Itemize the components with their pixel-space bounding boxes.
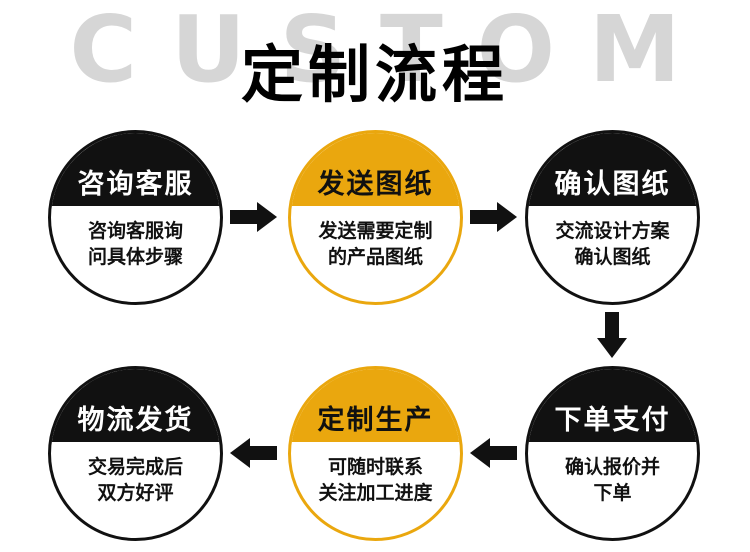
step-circle-logistics: 物流发货 交易完成后 双方好评 [48,366,223,541]
step-desc-line: 确认报价并 [564,455,660,478]
step-circle-consult-service: 咨询客服 咨询客服询 问具体步骤 [48,130,223,305]
step-desc-line: 确认图纸 [574,246,651,269]
step-circle-header: 定制生产 [291,369,460,442]
step-title: 下单支付 [554,404,671,436]
step-desc-line: 双方好评 [97,482,174,505]
step-circle-body: 可随时联系 关注加工进度 [291,442,460,538]
step-desc-line: 咨询客服询 [87,219,183,242]
step-circle-send-drawing: 发送图纸 发送需要定制 的产品图纸 [288,130,463,305]
arrow-down-icon [597,312,627,358]
arrow-shaft [490,446,517,460]
arrow-left-icon [470,438,517,468]
arrow-shaft [605,312,619,338]
step-circle-body: 交流设计方案 确认图纸 [528,206,697,302]
arrow-head [257,202,277,232]
step-circle-production: 定制生产 可随时联系 关注加工进度 [288,366,463,541]
arrow-shaft [250,446,277,460]
step-desc-line: 可随时联系 [327,455,423,478]
step-circle-header: 发送图纸 [291,133,460,206]
step-title: 物流发货 [77,404,194,436]
step-desc-line: 发送需要定制 [318,219,433,242]
step-circle-body: 确认报价并 下单 [528,442,697,538]
step-title: 发送图纸 [317,168,434,200]
step-desc-line: 交易完成后 [87,455,183,478]
page-title: 定制流程 [240,38,509,111]
step-title: 确认图纸 [554,168,671,200]
arrow-head [497,202,517,232]
arrow-right-icon [470,202,517,232]
step-desc-line: 的产品图纸 [327,246,423,269]
step-desc-line: 下单 [593,482,632,505]
step-title: 定制生产 [317,404,434,436]
step-desc-line: 交流设计方案 [555,219,670,242]
step-circle-body: 咨询客服询 问具体步骤 [51,206,220,302]
background-watermark: CUSTOM [69,0,715,103]
step-circle-body: 发送需要定制 的产品图纸 [291,206,460,302]
arrow-right-icon [230,202,277,232]
step-title: 咨询客服 [77,168,194,200]
step-circle-confirm-drawing: 确认图纸 交流设计方案 确认图纸 [525,130,700,305]
arrow-shaft [230,210,257,224]
arrow-head [470,438,490,468]
step-desc-line: 关注加工进度 [318,482,433,505]
step-circle-header: 确认图纸 [528,133,697,206]
step-circle-header: 下单支付 [528,369,697,442]
step-circle-place-order: 下单支付 确认报价并 下单 [525,366,700,541]
arrow-head [597,338,627,358]
step-desc-line: 问具体步骤 [87,246,183,269]
arrow-left-icon [230,438,277,468]
step-circle-body: 交易完成后 双方好评 [51,442,220,538]
step-circle-header: 物流发货 [51,369,220,442]
arrow-head [230,438,250,468]
step-circle-header: 咨询客服 [51,133,220,206]
arrow-shaft [470,210,497,224]
